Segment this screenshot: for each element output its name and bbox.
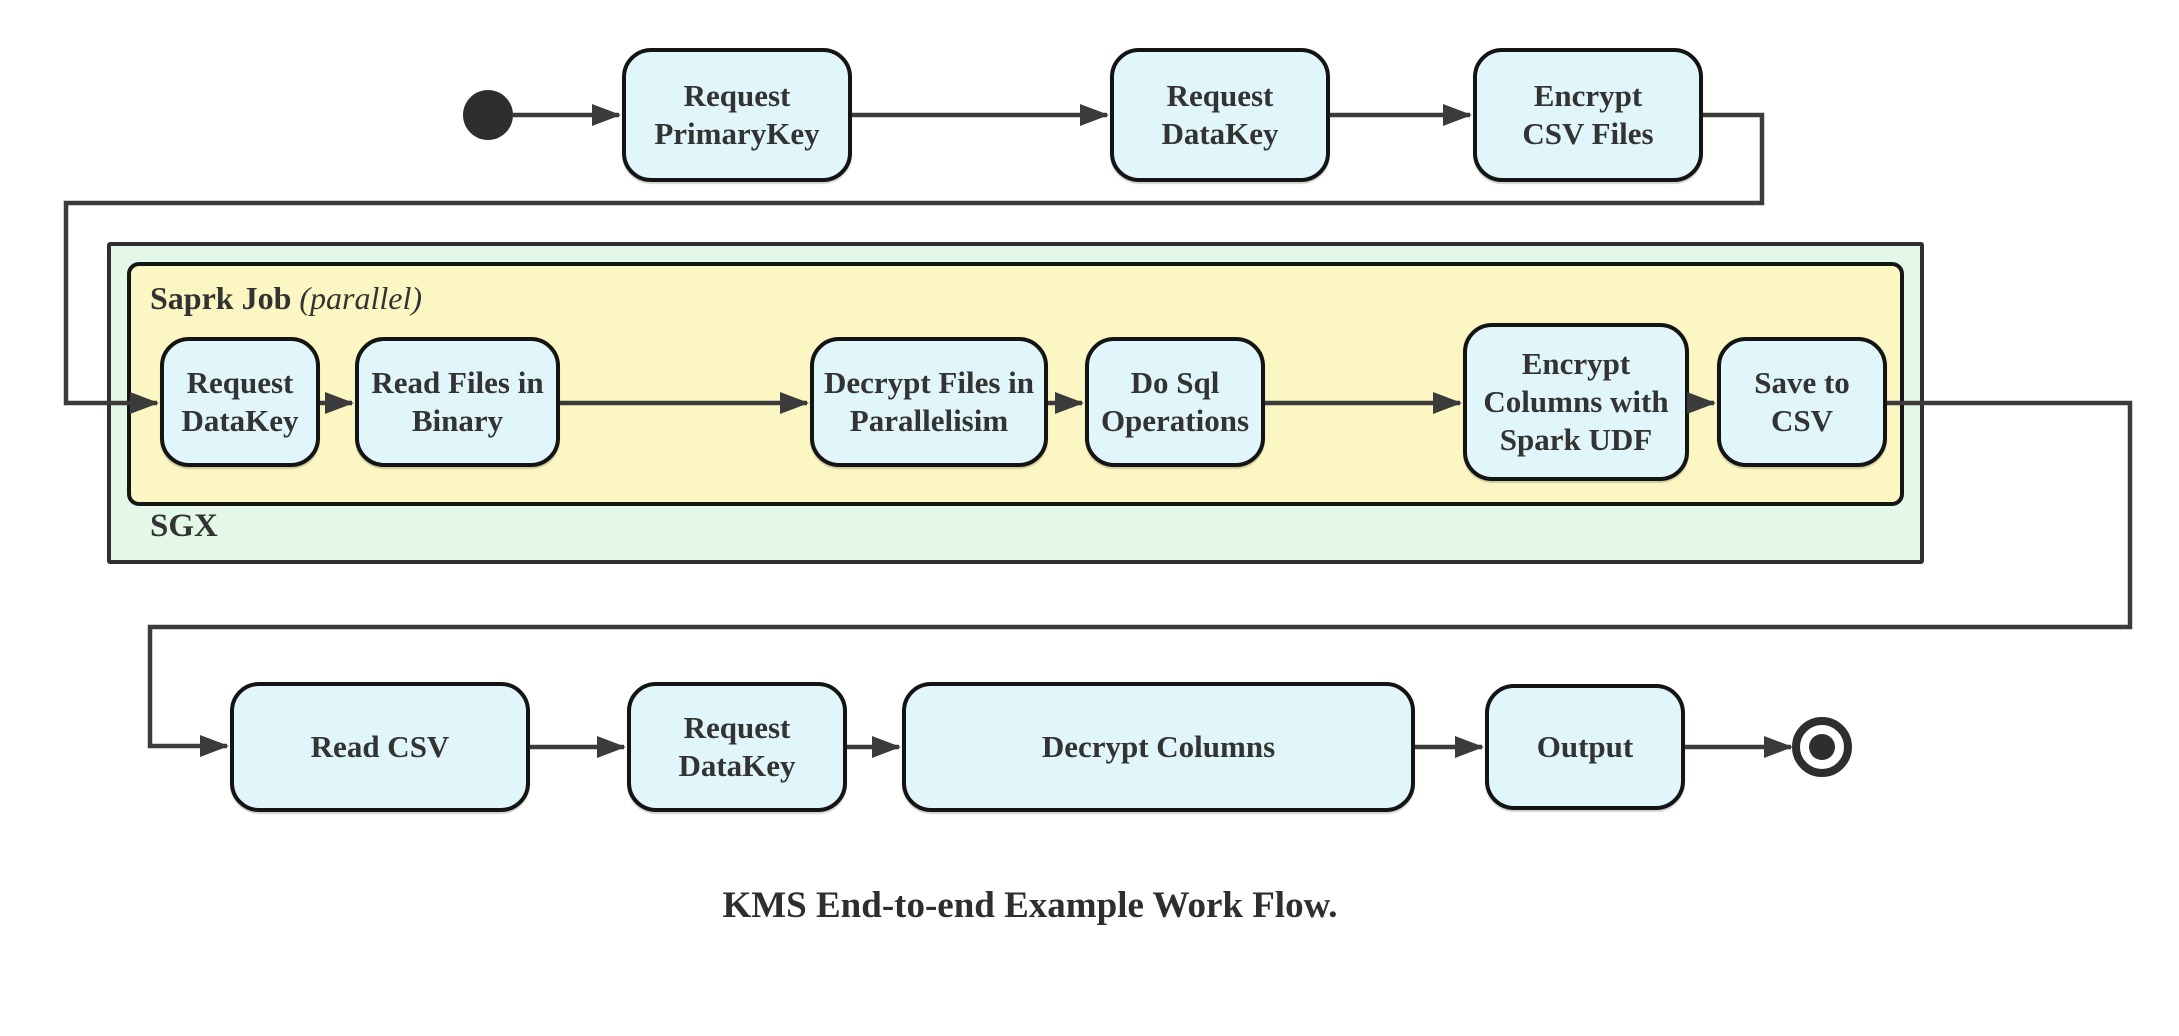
node-decrypt-files-in-parallelisim: Decrypt Files in Parallelisim <box>810 337 1048 467</box>
node-read-csv: Read CSV <box>230 682 530 812</box>
diagram-caption: KMS End-to-end Example Work Flow. <box>722 885 1338 926</box>
initial-state-icon <box>463 90 513 140</box>
node-encrypt-columns-with-spark-udf: Encrypt Columns with Spark UDF <box>1463 323 1689 481</box>
spark-job-label-parallel: (parallel) <box>299 280 423 316</box>
node-spark-request-datakey: Request DataKey <box>160 337 320 467</box>
node-request-datakey-top: Request DataKey <box>1110 48 1330 182</box>
node-save-to-csv: Save to CSV <box>1717 337 1887 467</box>
node-read-files-in-binary: Read Files in Binary <box>355 337 560 467</box>
node-do-sql-operations: Do Sql Operations <box>1085 337 1265 467</box>
node-request-primarykey: Request PrimaryKey <box>622 48 852 182</box>
node-output: Output <box>1485 684 1685 810</box>
spark-job-label-bold: Saprk Job <box>150 280 292 316</box>
node-decrypt-columns: Decrypt Columns <box>902 682 1415 812</box>
spark-job-label: Saprk Job (parallel) <box>150 280 422 317</box>
node-request-datakey-bottom: Request DataKey <box>627 682 847 812</box>
sgx-label: SGX <box>150 508 218 544</box>
node-encrypt-csv-files: Encrypt CSV Files <box>1473 48 1703 182</box>
final-state-icon <box>1792 717 1852 777</box>
